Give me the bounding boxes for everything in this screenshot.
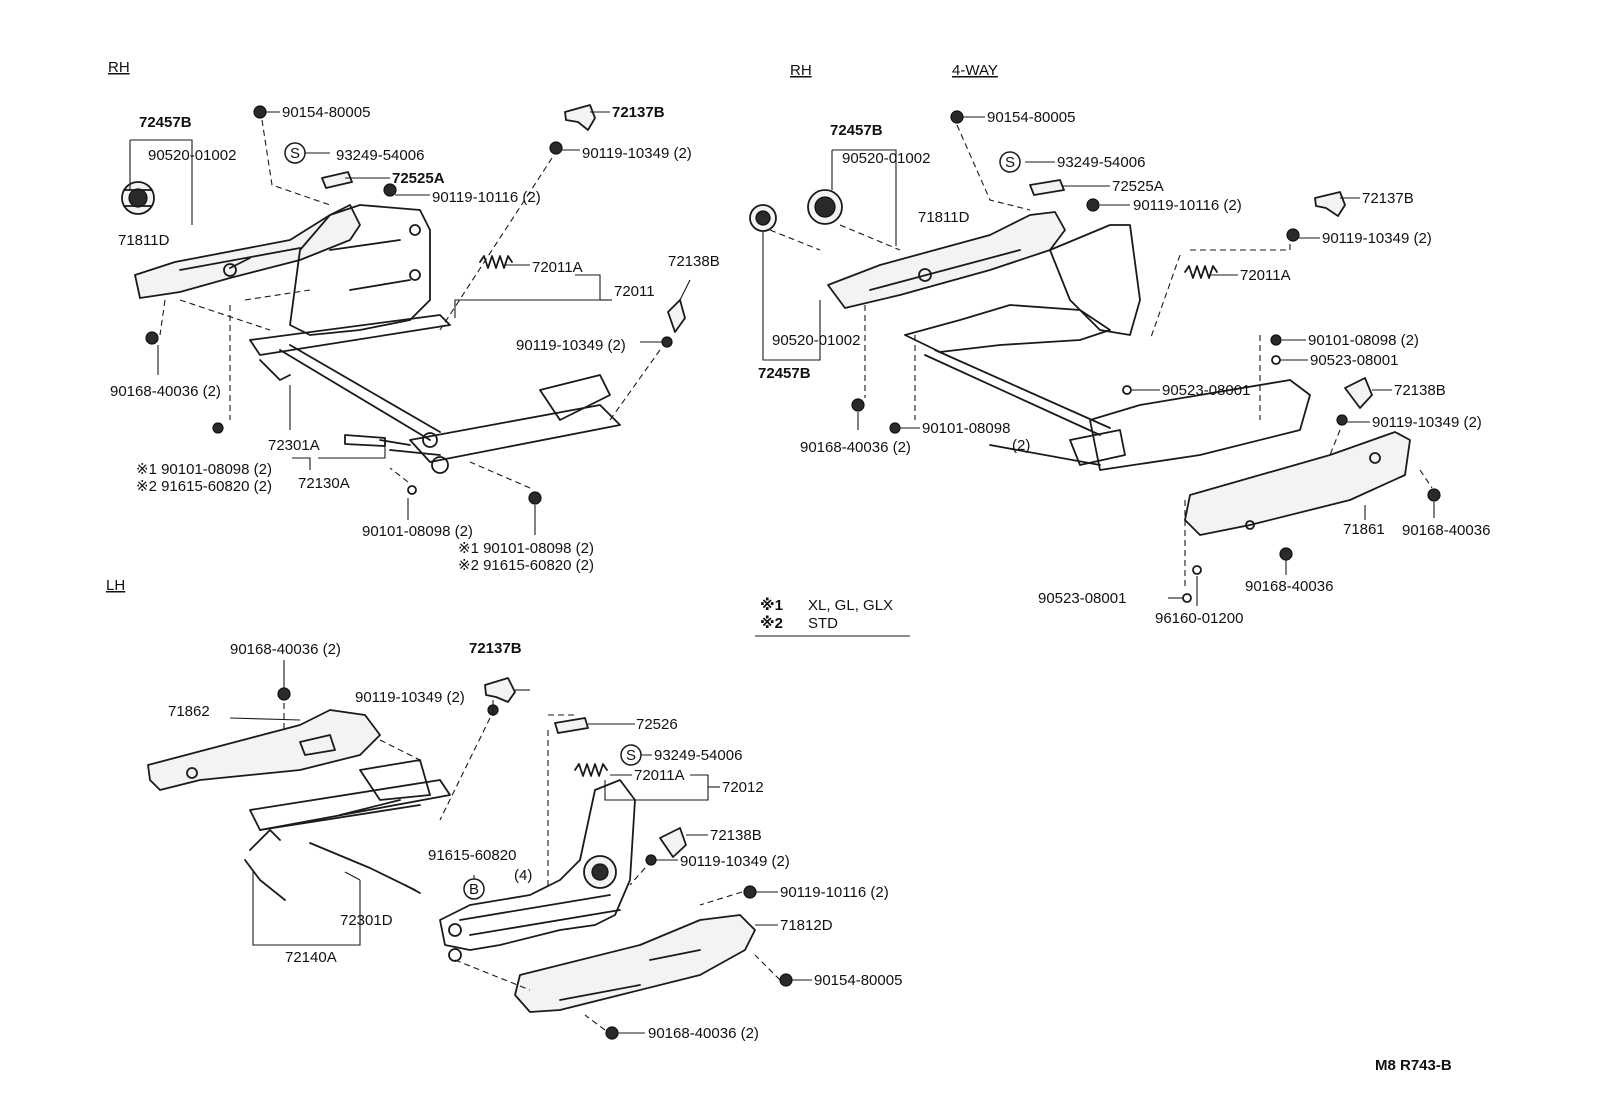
symbol-s: S	[626, 747, 636, 764]
outer-cover-part	[827, 211, 1066, 309]
label-90168-40036-bottom: 90168-40036 (2)	[648, 1025, 759, 1042]
seat-track-frame	[904, 224, 1311, 471]
label-72011A: 72011A	[532, 259, 583, 276]
label-90154-80005: 90154-80005	[987, 109, 1075, 126]
section-rh-right: RH	[790, 62, 812, 79]
label-90154-80005: 90154-80005	[282, 104, 370, 121]
label-71811D: 71811D	[118, 232, 170, 249]
spring-part	[1184, 265, 1218, 279]
spring-part	[574, 763, 608, 777]
label-93249-54006: 93249-54006	[654, 747, 742, 764]
label-90101-08098: 90101-08098 (2)	[362, 523, 473, 540]
label-90101-08098-b-qty: (2)	[1012, 437, 1030, 454]
label-90119-10349-b: 90119-10349 (2)	[516, 337, 626, 354]
label-72457B: 72457B	[139, 114, 192, 131]
label-90523-08001-c: 90523-08001	[1038, 590, 1126, 607]
label-91615-60820: 91615-60820	[428, 847, 516, 864]
label-96160-01200: 96160-01200	[1155, 610, 1243, 627]
label-72138B: 72138B	[1394, 382, 1446, 399]
label-72457B-bottom: 72457B	[758, 365, 811, 382]
label-72301D: 72301D	[340, 912, 393, 929]
label-71861: 71861	[1343, 521, 1385, 538]
label-90119-10349-a: 90119-10349 (2)	[582, 145, 692, 162]
legend-note2-text: STD	[808, 615, 838, 632]
label-note2-91615-60820: ※2 91615-60820 (2)	[136, 478, 272, 495]
label-72011A: 72011A	[1240, 267, 1291, 284]
label-90101-08098-b: 90101-08098	[922, 420, 1010, 437]
label-90119-10116: 90119-10116 (2)	[432, 189, 541, 206]
label-90520-01002: 90520-01002	[148, 147, 236, 164]
label-90119-10349-b: 90119-10349 (2)	[680, 853, 790, 870]
label-90523-08001-b: 90523-08001	[1162, 382, 1250, 399]
seat-track-frame	[249, 204, 621, 474]
outer-cover-part	[134, 204, 361, 299]
label-90119-10116: 90119-10116 (2)	[780, 884, 889, 901]
label-90520-01002-top: 90520-01002	[842, 150, 930, 167]
label-93249-54006: 93249-54006	[336, 147, 424, 164]
legend: ※1 XL, GL, GLX ※2 STD	[755, 596, 910, 637]
label-72301A: 72301A	[268, 437, 320, 454]
label-72137B: 72137B	[612, 104, 665, 121]
label-72525A: 72525A	[392, 170, 445, 187]
label-72138B: 72138B	[668, 253, 720, 270]
label-71811D: 71811D	[918, 209, 970, 226]
label-72137B: 72137B	[1362, 190, 1414, 207]
label-note2-91615-60820-b: ※2 91615-60820 (2)	[458, 557, 594, 574]
label-90168-40036: 90168-40036 (2)	[110, 383, 221, 400]
recliner-frame	[439, 779, 636, 962]
label-90101-08098-a: 90101-08098 (2)	[1308, 332, 1419, 349]
label-90119-10349: 90119-10349 (2)	[1322, 230, 1432, 247]
label-72457B-top: 72457B	[830, 122, 883, 139]
symbol-s: S	[290, 145, 300, 162]
label-90168-40036-a: 90168-40036 (2)	[800, 439, 911, 456]
cap-part	[667, 299, 686, 333]
label-note1-90101-08098: ※1 90101-08098 (2)	[136, 461, 272, 478]
label-90119-10349-b: 90119-10349 (2)	[1372, 414, 1482, 431]
label-71862: 71862	[168, 703, 210, 720]
label-72140A: 72140A	[285, 949, 337, 966]
seat-track-frame	[244, 759, 451, 901]
label-72526: 72526	[636, 716, 678, 733]
legend-note1-text: XL, GL, GLX	[808, 597, 893, 614]
symbol-s-circle	[284, 142, 306, 164]
lever-knob-part	[564, 104, 596, 131]
legend-note2-mark: ※2	[760, 614, 783, 632]
label-72011: 72011	[614, 283, 655, 300]
label-72011A: 72011A	[634, 767, 685, 784]
knob-part	[121, 181, 155, 215]
legend-note1-mark: ※1	[760, 596, 783, 614]
side-cover-part	[1184, 431, 1411, 536]
lh-assembly: S B 90168-40036 (2) 72137B 90119-10349 (…	[147, 640, 902, 1042]
label-93249-54006: 93249-54006	[1057, 154, 1145, 171]
label-72138B: 72138B	[710, 827, 762, 844]
section-rh-left: RH	[108, 59, 130, 76]
label-90168-40036-b: 90168-40036	[1402, 522, 1490, 539]
section-4-way: 4-WAY	[952, 62, 998, 79]
section-lh: LH	[106, 577, 125, 594]
bracket-part	[321, 171, 353, 189]
symbol-b: B	[469, 881, 479, 898]
label-72130A: 72130A	[298, 475, 350, 492]
label-note1-90101-08098-b: ※1 90101-08098 (2)	[458, 540, 594, 557]
label-90119-10349: 90119-10349 (2)	[355, 689, 465, 706]
label-90168-40036-c: 90168-40036	[1245, 578, 1333, 595]
label-72137B: 72137B	[469, 640, 522, 657]
rh-left-assembly: S 72457B 90520-01002 71811D 90154-80005 …	[110, 104, 720, 574]
label-90154-80005: 90154-80005	[814, 972, 902, 989]
label-90119-10116: 90119-10116 (2)	[1133, 197, 1242, 214]
label-90523-08001-a: 90523-08001	[1310, 352, 1398, 369]
label-90520-01002-bottom: 90520-01002	[772, 332, 860, 349]
label-72525A: 72525A	[1112, 178, 1164, 195]
rh-4way-assembly: S 72457B 90520-01002 90154-80005 93249-5…	[749, 109, 1490, 627]
label-71812D: 71812D	[780, 917, 833, 934]
inner-cover-part	[147, 709, 381, 791]
outer-cover-part	[514, 914, 756, 1013]
label-72012: 72012	[722, 779, 764, 796]
label-90168-40036-top: 90168-40036 (2)	[230, 641, 341, 658]
label-91615-60820-qty: (4)	[514, 867, 532, 884]
drawing-code: M8 R743-B	[1375, 1057, 1452, 1074]
symbol-s: S	[1005, 154, 1015, 171]
